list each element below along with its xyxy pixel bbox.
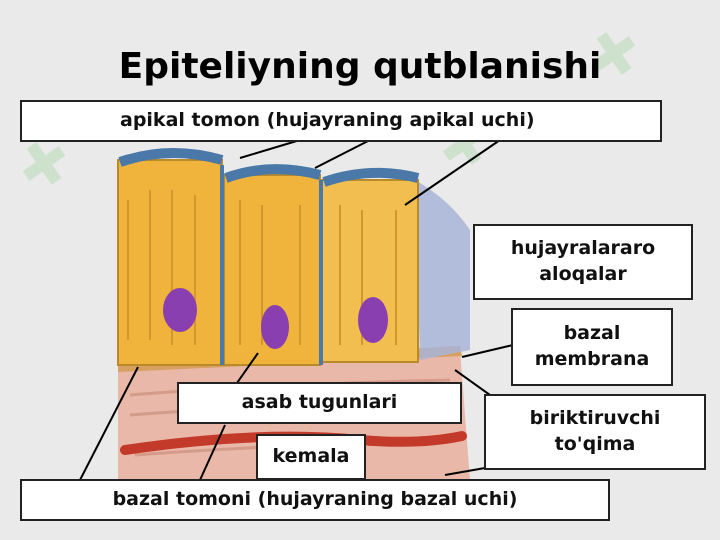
label-nerve-endings: asab tugunlari — [177, 382, 462, 424]
label-vessels: kemala — [256, 434, 366, 480]
nucleus-2 — [261, 305, 289, 349]
leader-apical-1 — [239, 139, 301, 159]
label-basal-membrane: bazal membrana — [511, 308, 673, 386]
junction-line — [220, 165, 323, 365]
leader-nerve-2 — [199, 424, 226, 481]
leader-basal — [79, 366, 139, 481]
leader-connective-2 — [444, 467, 486, 476]
label-basal-side: bazal tomoni (hujayraning bazal uchi) — [20, 479, 610, 521]
leader-apical-3 — [404, 139, 501, 206]
cell-1 — [117, 159, 223, 366]
nucleus-3 — [358, 297, 388, 343]
label-intercellular-junctions: hujayralararo aloqalar — [473, 224, 693, 300]
leader-membrane — [461, 344, 514, 358]
leader-connective — [454, 369, 491, 396]
leader-apical-2 — [314, 139, 371, 169]
page-title: Epiteliyning qutblanishi — [118, 46, 602, 87]
leader-nerve — [236, 352, 259, 384]
microvilli — [118, 147, 420, 187]
cytoplasm-lines — [127, 190, 397, 345]
side-tissue — [415, 180, 470, 360]
label-apical-side: apikal tomon (hujayraning apikal uchi) — [20, 100, 662, 142]
label-connective-tissue: biriktiruvchi to'qima — [484, 394, 706, 470]
nucleus-1 — [163, 288, 197, 332]
